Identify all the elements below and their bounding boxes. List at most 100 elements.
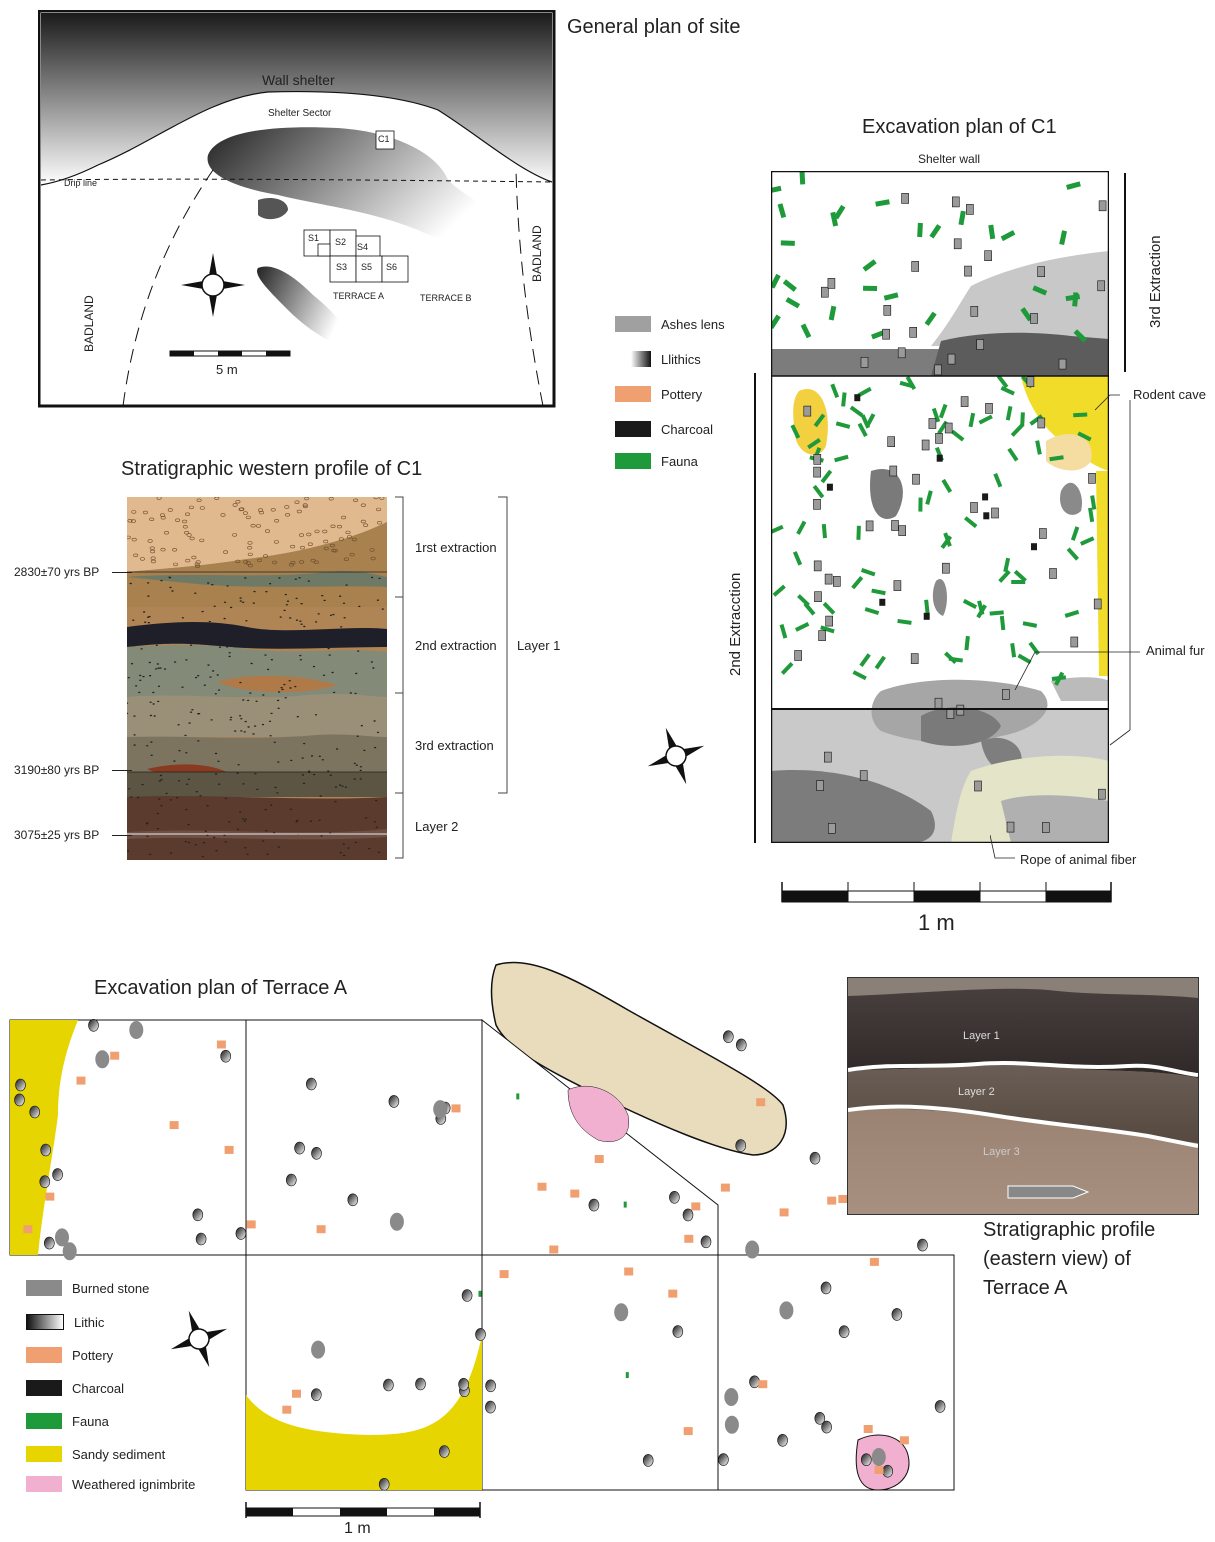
sediment-grain	[355, 764, 358, 766]
sediment-grain	[150, 556, 156, 560]
lithic-find	[1037, 417, 1046, 429]
sediment-grain	[229, 719, 232, 721]
sediment-grain	[167, 508, 173, 512]
sediment-grain	[159, 513, 165, 517]
sediment-grain	[278, 577, 281, 579]
sediment-grain	[376, 731, 380, 734]
lithic-find	[1006, 821, 1015, 833]
sediment-grain	[185, 783, 189, 785]
sediment-grain	[152, 703, 155, 705]
sediment-grain	[240, 641, 244, 643]
sediment-grain	[235, 559, 241, 564]
fauna-find	[820, 469, 833, 484]
fauna-find	[835, 421, 851, 429]
lithic-find	[838, 1325, 850, 1339]
sediment-grain	[243, 560, 249, 564]
sediment-grain	[321, 595, 324, 597]
terrace-b-label: TERRACE B	[420, 293, 472, 303]
sediment-grain	[252, 602, 255, 604]
sediment-grain	[323, 599, 326, 602]
sediment-grain	[194, 676, 198, 679]
sediment-grain	[264, 808, 267, 811]
sediment-grain	[299, 659, 303, 661]
lithic-find	[1039, 528, 1047, 539]
fauna-find	[849, 405, 864, 418]
sediment-grain	[228, 821, 231, 823]
terrace-scale-bar	[245, 1502, 481, 1518]
sediment-grain	[290, 544, 296, 549]
date-label-2: 3190±80 yrs BP	[14, 763, 100, 777]
burned-stone	[433, 1100, 448, 1119]
lithic-find	[814, 591, 822, 603]
lithic-find	[859, 770, 868, 781]
legend-pottery: Pottery	[615, 386, 702, 402]
sediment-grain	[229, 606, 233, 609]
sediment-grain	[134, 685, 138, 687]
sediment-grain	[209, 676, 212, 678]
sediment-grain	[240, 730, 243, 732]
strat-title: Stratigraphic western profile of C1	[121, 458, 423, 480]
pottery-find	[169, 1121, 179, 1130]
sediment-grain	[289, 687, 292, 689]
sediment-grain	[234, 730, 237, 732]
lithic-find	[984, 250, 992, 261]
sediment-grain	[247, 541, 253, 545]
sediment-grain	[212, 836, 216, 839]
sediment-grain	[194, 844, 197, 846]
fauna-find	[897, 618, 912, 625]
sediment-grain	[376, 507, 382, 512]
fauna-find	[478, 1290, 482, 1297]
burned-stone	[724, 1415, 739, 1434]
sediment-grain	[138, 691, 141, 694]
sediment-grain	[310, 755, 314, 757]
sediment-grain	[197, 675, 200, 677]
sediment-grain	[158, 780, 161, 782]
sediment-grain	[332, 613, 335, 616]
sediment-grain	[156, 626, 159, 628]
extraction-1-label: 1rst extraction	[415, 540, 497, 555]
sediment-grain	[294, 685, 297, 688]
sediment-grain	[286, 600, 290, 602]
sediment-grain	[328, 497, 334, 501]
sediment-grain	[189, 711, 193, 713]
sediment-grain	[373, 821, 377, 823]
sediment-grain	[360, 725, 363, 727]
sediment-grain	[272, 832, 276, 834]
legend-fauna: Fauna	[615, 453, 698, 469]
sediment-grain	[322, 529, 328, 534]
lithic-find	[813, 454, 822, 465]
sediment-grain	[182, 525, 188, 529]
sediment-grain	[256, 788, 259, 791]
sediment-grain	[338, 784, 342, 786]
charcoal-find	[983, 512, 990, 520]
legend-lithic: Lithic	[26, 1314, 104, 1330]
sediment-grain	[317, 613, 320, 615]
sediment-grain	[133, 553, 139, 557]
sediment-grain	[146, 616, 150, 618]
lithic-find	[860, 357, 869, 368]
lithic-find	[823, 751, 832, 763]
pottery-find	[246, 1220, 256, 1229]
sediment-grain	[354, 841, 357, 844]
drip-line	[40, 178, 553, 183]
c1-plan-drawing	[766, 170, 1110, 844]
sediment-grain	[363, 523, 369, 527]
sediment-grain	[345, 584, 348, 586]
lithic-find	[735, 1038, 747, 1052]
sediment-grain	[347, 535, 353, 539]
sediment-grain	[173, 760, 176, 762]
sediment-grain	[265, 529, 271, 533]
pottery-find	[874, 1466, 884, 1474]
fauna-find	[834, 454, 849, 463]
lithic-find	[934, 697, 943, 709]
fauna-find	[779, 624, 788, 639]
sediment-grain	[296, 819, 299, 822]
sediment-grain	[274, 786, 277, 789]
pottery-find	[838, 1195, 848, 1203]
sediment-grain	[156, 812, 159, 815]
sediment-grain	[314, 529, 320, 534]
drip-line-label: Drip line	[64, 178, 98, 188]
sediment-grain	[314, 621, 318, 623]
square-s3: S3	[336, 262, 348, 272]
sediment-grain	[199, 506, 205, 510]
